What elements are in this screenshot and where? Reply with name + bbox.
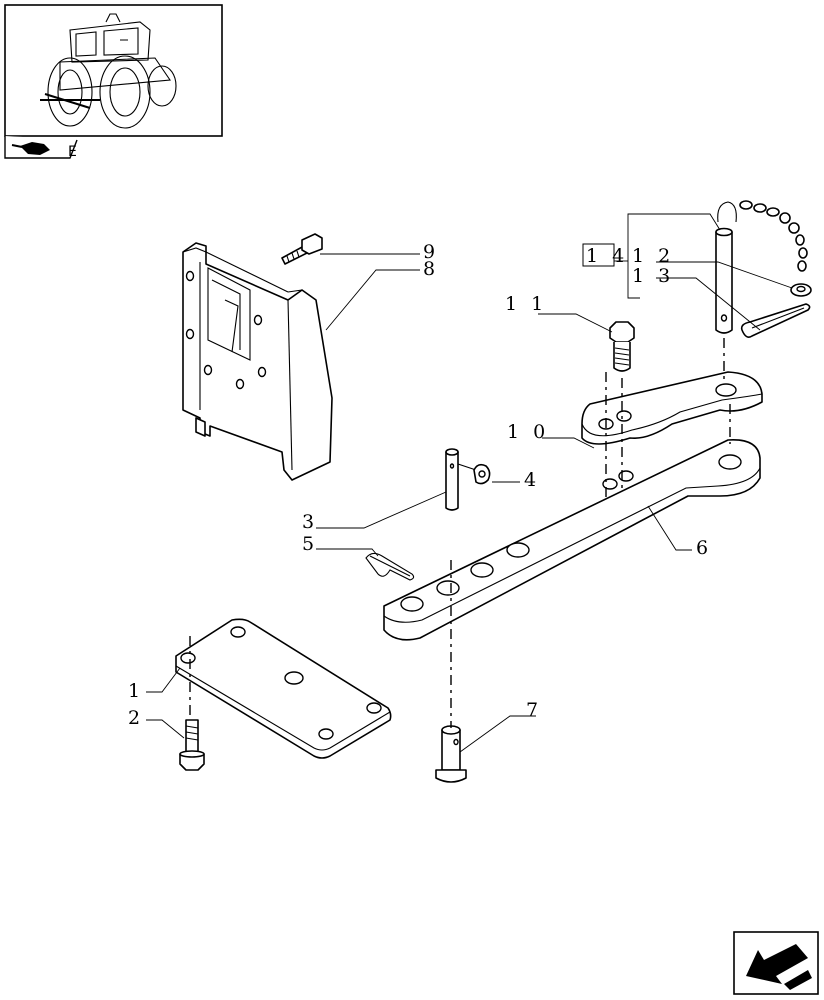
callout-1: 1 bbox=[128, 680, 144, 702]
callout-10: 1 0 bbox=[507, 421, 549, 443]
part-7-pin bbox=[435, 725, 467, 783]
callout-6: 6 bbox=[696, 537, 712, 559]
part-8-bracket bbox=[182, 242, 333, 481]
callout-labels: 9 8 1 4 1 2 1 3 1 1 1 0 4 3 5 6 1 2 7 bbox=[128, 241, 712, 729]
hand-pointer-left-icon bbox=[11, 142, 50, 155]
part-10-link-plate bbox=[581, 371, 763, 445]
callout-14: 1 4 bbox=[586, 245, 628, 267]
chain bbox=[739, 200, 808, 272]
callout-8: 8 bbox=[423, 258, 439, 280]
part-2-bolt bbox=[179, 719, 205, 771]
next-page-button[interactable] bbox=[733, 931, 819, 995]
callout-13: 1 3 bbox=[632, 265, 674, 287]
callout-4: 4 bbox=[524, 469, 540, 491]
part-5-r-clip bbox=[365, 552, 415, 581]
callout-12: 1 2 bbox=[632, 245, 674, 267]
part-4-clip bbox=[457, 463, 491, 485]
part-12-washer bbox=[790, 283, 812, 297]
callout-9: 9 bbox=[423, 241, 439, 263]
callout-11: 1 1 bbox=[505, 293, 547, 315]
arrow-down-left-icon bbox=[746, 944, 812, 990]
callout-3: 3 bbox=[302, 511, 318, 533]
tractor-thumbnail-icon bbox=[40, 13, 177, 129]
callout-2: 2 bbox=[128, 707, 144, 729]
part-3-pin bbox=[445, 448, 459, 511]
assembly-axes bbox=[189, 338, 731, 728]
leader-lines bbox=[146, 213, 793, 753]
part-13-lynch-clip bbox=[740, 303, 811, 338]
corner-mark: E bbox=[68, 144, 77, 160]
part-1-plate bbox=[175, 618, 392, 759]
group-14-box bbox=[582, 243, 615, 267]
part-11-bolt bbox=[609, 321, 635, 372]
tractor-thumbnail[interactable] bbox=[4, 4, 223, 137]
part-6-drawbar bbox=[383, 439, 761, 641]
nav-tab[interactable]: E bbox=[4, 136, 78, 160]
callout-5: 5 bbox=[302, 533, 318, 555]
callout-7: 7 bbox=[526, 699, 542, 721]
part-9-bolt bbox=[281, 233, 323, 265]
part-12-pin-with-chain bbox=[715, 200, 808, 334]
